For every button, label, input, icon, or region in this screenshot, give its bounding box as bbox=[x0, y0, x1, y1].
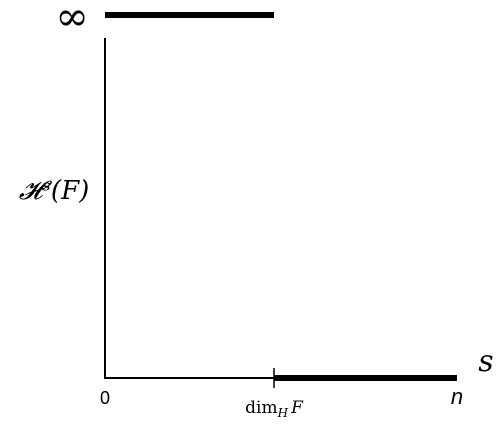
y-axis-label: 𝓗ˢ(F) bbox=[19, 176, 90, 206]
dim-subscript: H bbox=[277, 406, 289, 420]
infinity-label: ∞ bbox=[55, 0, 88, 40]
x-axis-label: s bbox=[478, 344, 493, 379]
x-tick-label-zero: 0 bbox=[100, 388, 110, 408]
dim-base: dim bbox=[245, 398, 277, 418]
x-tick-label-n: n bbox=[451, 384, 463, 409]
dim-suffix: F bbox=[290, 398, 304, 418]
